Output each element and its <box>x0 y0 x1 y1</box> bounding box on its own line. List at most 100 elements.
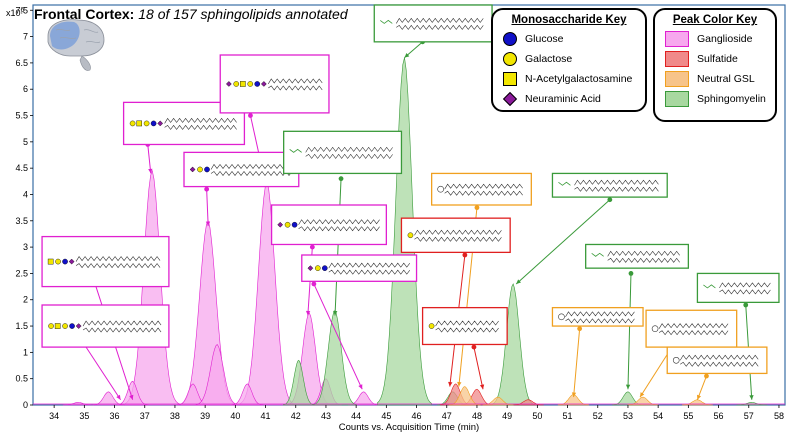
annotation-arrow-1 <box>83 344 122 401</box>
galactose-icon <box>247 81 254 87</box>
structure-box-frame <box>41 235 170 288</box>
lipid-tail-top <box>679 354 759 361</box>
lipid-tail-top <box>414 229 502 236</box>
annotation-arrowhead-16 <box>640 392 645 398</box>
x-tick-label: 47 <box>442 411 452 421</box>
lipid-tail-bottom <box>435 327 499 333</box>
annotation-arrow-2 <box>147 144 152 174</box>
annotation-arrowhead-15 <box>571 392 577 398</box>
lipid-tail-top <box>719 282 771 289</box>
neuraminic-icon <box>189 166 196 173</box>
glucose-icon <box>291 221 298 228</box>
lipid-tail-top <box>164 117 237 124</box>
annotation-arrowhead-7 <box>404 53 410 58</box>
y-tick-label: 4 <box>23 189 28 199</box>
legend-item-galnac: N-Acetylgalactosamine <box>493 69 645 89</box>
chart-title: Frontal Cortex: 18 of 157 sphingolipids … <box>34 6 348 22</box>
y-multiplier-label: x106 <box>6 7 25 18</box>
annotation-arrowhead-12 <box>448 381 453 387</box>
annotation-dot-12 <box>462 252 468 258</box>
glucose-icon <box>204 166 210 173</box>
structure-box-13 <box>421 306 508 346</box>
x-tick-label: 50 <box>532 411 542 421</box>
y-tick-label: 3 <box>23 242 28 252</box>
y-tick-label: 2 <box>23 295 28 305</box>
legend-item-neutral-gsl: Neutral GSL <box>655 69 775 89</box>
glucose-icon <box>62 258 68 265</box>
structure-box-frame <box>301 254 418 282</box>
structure-box-frame <box>421 306 508 346</box>
lipid-tail-top <box>210 163 293 170</box>
annotation-arrowhead-6 <box>358 384 363 390</box>
lipid-tail-bottom <box>719 289 771 295</box>
structure-box-8 <box>283 130 403 175</box>
annotation-arrowhead-8 <box>333 310 338 316</box>
x-tick-label: 39 <box>200 411 210 421</box>
annotation-arrowhead-11 <box>749 395 754 400</box>
neuraminic-icon <box>307 265 314 271</box>
x-axis-label: Counts vs. Acquisition Time (min) <box>339 422 479 433</box>
lipid-tail-top <box>565 311 635 317</box>
structure-box-frame <box>431 172 532 206</box>
phosphocholine-icon <box>703 284 716 289</box>
lipid-tail-top <box>574 179 659 186</box>
legend-item-glucose: Glucose <box>493 29 645 49</box>
annotation-arrowhead-9 <box>516 279 522 284</box>
neuraminic-icon <box>157 120 164 127</box>
lipid-tail-bottom <box>268 85 323 91</box>
structure-box-frame <box>41 304 170 348</box>
annotation-arrow-10 <box>627 273 632 390</box>
x-tick-label: 46 <box>412 411 422 421</box>
structure-box-frame <box>400 217 511 254</box>
lipid-tail-bottom <box>298 226 380 232</box>
annotation-dot-4 <box>248 113 253 118</box>
lipid-tail-bottom <box>565 318 635 324</box>
galactose-icon <box>129 120 136 127</box>
y-tick-label: 4.5 <box>15 163 28 173</box>
annotation-dot-6 <box>311 281 317 287</box>
structure-box-frame <box>585 243 690 269</box>
x-tick-label: 35 <box>79 411 89 421</box>
structure-box-9 <box>551 172 668 198</box>
galactose-icon <box>284 221 291 228</box>
x-tick-label: 52 <box>593 411 603 421</box>
lipid-tail-top <box>298 219 380 225</box>
lipid-tail-top <box>435 320 499 327</box>
y-tick-label: 1 <box>23 347 28 357</box>
structure-box-frame <box>551 306 644 327</box>
neuraminic-icon <box>75 323 82 329</box>
structure-box-15 <box>551 306 644 327</box>
chart-title-subtitle: 18 of 157 sphingolipids annotated <box>138 6 348 22</box>
x-tick-label: 45 <box>381 411 391 421</box>
annotation-arrow-8 <box>334 178 342 316</box>
lipid-tail-bottom <box>414 236 502 242</box>
y-tick-label: 2.5 <box>15 268 28 278</box>
lipid-tail-top <box>658 323 729 329</box>
structure-box-frame <box>666 346 768 375</box>
structure-box-6 <box>301 254 418 282</box>
monosaccharide-key: Monosaccharide Key Glucose Galactose N-A… <box>491 8 647 112</box>
x-tick-label: 43 <box>321 411 331 421</box>
structure-box-4 <box>219 54 330 114</box>
legend-label: Neutral GSL <box>697 73 755 85</box>
structure-box-0 <box>41 235 170 288</box>
glucose-icon <box>150 120 157 127</box>
annotation-dot-8 <box>338 176 344 182</box>
y-tick-label: 1.5 <box>15 321 28 331</box>
x-tick-label: 55 <box>683 411 693 421</box>
phosphocholine-icon <box>380 19 393 24</box>
y-axis: 00.511.522.533.544.555.566.577.5 <box>15 5 33 410</box>
annotation-arrowhead-13 <box>479 384 485 390</box>
annotation-dot-14 <box>474 205 480 211</box>
galactose-icon <box>48 323 54 329</box>
monosaccharide-key-title: Monosaccharide Key <box>511 14 627 26</box>
structure-box-7 <box>373 4 493 43</box>
galactose-icon <box>143 120 150 127</box>
peak-ganglioside-8 <box>195 344 239 406</box>
ganglioside-swatch <box>665 31 689 47</box>
x-tick-label: 37 <box>140 411 150 421</box>
x-tick-label: 54 <box>653 411 663 421</box>
galactose-icon <box>197 166 203 173</box>
